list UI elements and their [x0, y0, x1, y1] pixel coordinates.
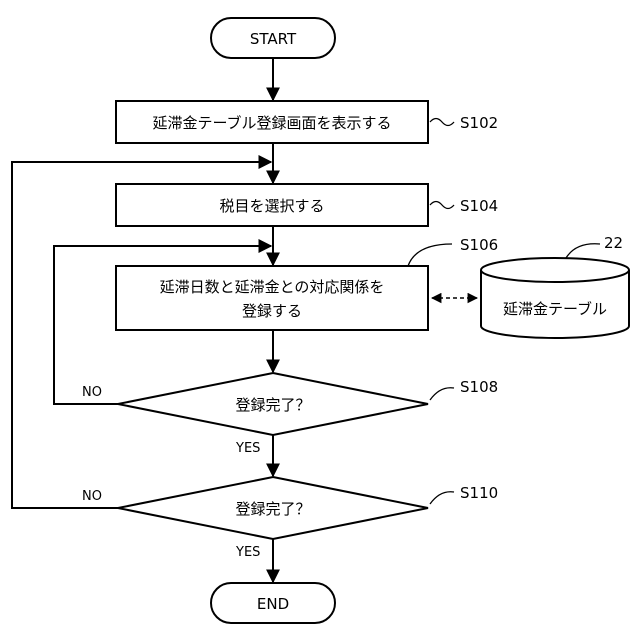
process-text-s102: 延滞金テーブル登録画面を表示する	[152, 114, 391, 132]
decision-text-s110: 登録完了？	[235, 500, 310, 518]
step-id-s104: S104	[460, 197, 498, 215]
no-label-s108: NO	[82, 385, 102, 400]
database-cylinder-top	[481, 258, 629, 282]
leader-s104	[430, 202, 454, 209]
database-ref: 22	[604, 234, 623, 252]
leader-s108	[430, 388, 454, 400]
leader-database	[566, 244, 600, 258]
process-text-s106-line2: 登録する	[242, 302, 302, 320]
yes-label-s108: YES	[235, 441, 260, 456]
process-text-s104: 税目を選択する	[219, 197, 324, 215]
leader-s110	[430, 492, 454, 504]
leader-s102	[430, 119, 454, 126]
step-id-s102: S102	[460, 114, 498, 132]
process-text-s106-line1: 延滞日数と延滞金との対応関係を	[160, 278, 385, 296]
decision-text-s108: 登録完了？	[235, 396, 310, 414]
no-label-s110: NO	[82, 489, 102, 504]
end-label: END	[257, 595, 289, 613]
step-id-s110: S110	[460, 484, 498, 502]
process-box-s106	[116, 266, 428, 330]
leader-s106	[408, 244, 452, 266]
step-id-s106: S106	[460, 236, 498, 254]
database-label: 延滞金テーブル	[503, 300, 607, 318]
step-id-s108: S108	[460, 378, 498, 396]
start-label: START	[250, 30, 297, 48]
yes-label-s110: YES	[235, 545, 260, 560]
